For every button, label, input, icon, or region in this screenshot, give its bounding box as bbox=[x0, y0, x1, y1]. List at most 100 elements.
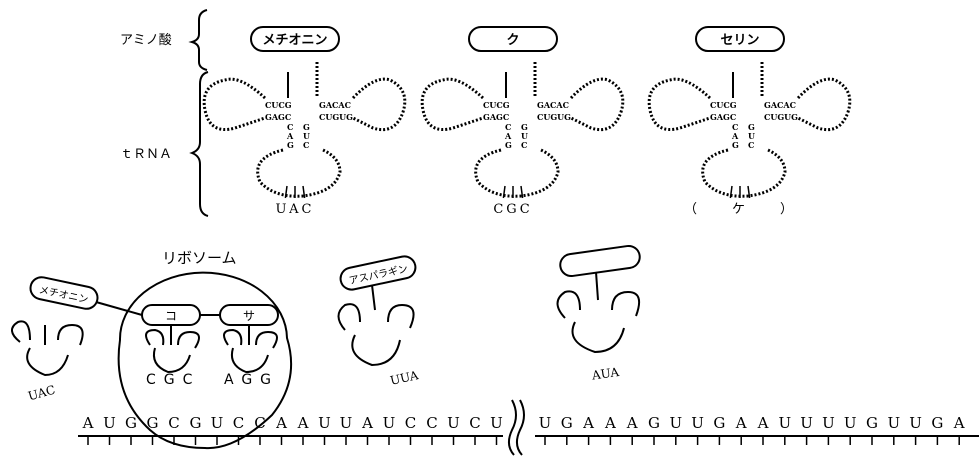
ribosome-anticodon-right: AGG bbox=[224, 372, 279, 388]
amino-acid-label: アミノ酸 bbox=[120, 33, 172, 48]
amino-acid-brace bbox=[192, 10, 207, 70]
top-trna-2-stem-rt: GACAC bbox=[764, 100, 796, 110]
met-tag-link bbox=[96, 302, 142, 315]
top-trna-0-anticodon-loop bbox=[258, 150, 340, 196]
top-trna-1-anticodon: CGC bbox=[493, 202, 532, 217]
mrna-base: A bbox=[757, 414, 769, 432]
mrna-base: C bbox=[405, 414, 416, 432]
top-trna-2-mid-r-2: C bbox=[748, 140, 754, 150]
free-trna-blank: AUA bbox=[558, 245, 642, 383]
trna-label: ｔＲＮＡ bbox=[120, 147, 172, 162]
top-trna-0-mid-l-2: G bbox=[287, 140, 294, 150]
mrna-base: U bbox=[318, 414, 331, 432]
met-tag-bottom-text: メチオニン bbox=[38, 284, 89, 306]
mrna-base: G bbox=[125, 414, 137, 432]
top-trna-1-stem-rt: GACAC bbox=[537, 100, 569, 110]
mrna-base: G bbox=[866, 414, 878, 432]
mrna-base: U bbox=[447, 414, 460, 432]
trna-brace bbox=[192, 72, 208, 216]
mrna-base: A bbox=[82, 414, 94, 432]
top-trna-1-mid-r-2: C bbox=[521, 140, 527, 150]
top-trna-1-t-loop bbox=[571, 79, 623, 130]
blank-anticodon: AUA bbox=[590, 365, 620, 383]
ribosome-slot-ko-text: コ bbox=[165, 309, 177, 323]
mrna-base: A bbox=[297, 414, 309, 432]
ribosome-slot-sa-text: サ bbox=[243, 309, 255, 323]
mrna-base: U bbox=[539, 414, 552, 432]
mrna-base: A bbox=[361, 414, 373, 432]
free-trna-left: UAC bbox=[12, 321, 83, 403]
ribosome-anticodons: CGC AGG bbox=[146, 372, 279, 388]
ribosome-trna-right bbox=[224, 325, 277, 372]
mrna-base: A bbox=[604, 414, 616, 432]
mrna-base: U bbox=[340, 414, 353, 432]
blank-tag bbox=[559, 245, 641, 278]
mrna-base: U bbox=[822, 414, 835, 432]
mrna-base: G bbox=[147, 414, 159, 432]
top-trna-0-d-loop bbox=[204, 79, 265, 129]
top-trna-2-mid-l-2: G bbox=[732, 140, 739, 150]
ribosome-trna-left bbox=[146, 325, 199, 372]
mrna-base: U bbox=[669, 414, 682, 432]
mrna-base: U bbox=[103, 414, 116, 432]
top-trna-0-anticodon: UAC bbox=[276, 202, 315, 217]
top-trna-0-stem-lb: GAGC bbox=[265, 112, 291, 122]
mrna-break bbox=[509, 400, 524, 455]
mrna-base: A bbox=[626, 414, 638, 432]
mrna-base: U bbox=[691, 414, 704, 432]
asn-anticodon: UUA bbox=[389, 368, 420, 388]
mrna-base: C bbox=[426, 414, 437, 432]
mrna-base: C bbox=[233, 414, 244, 432]
mrna-base: U bbox=[887, 414, 900, 432]
mrna-base: U bbox=[490, 414, 503, 432]
ribosome-label: リボソーム bbox=[162, 249, 237, 267]
mrna-base: A bbox=[582, 414, 594, 432]
top-trna-2-anticodon-loop bbox=[703, 150, 785, 196]
ribosome-anticodon-left: CGC bbox=[146, 372, 200, 388]
top-trna-2-anticodon: （ ケ ） bbox=[684, 202, 796, 217]
mrna-base: G bbox=[648, 414, 660, 432]
mrna-base: G bbox=[713, 414, 725, 432]
top-trna-2-stem-rb: CUGUG bbox=[764, 112, 798, 122]
top-trna-2-stem-lt: CUCG bbox=[710, 100, 737, 110]
mrna-base: A bbox=[275, 414, 287, 432]
top-trna-2-stem-lb: GAGC bbox=[710, 112, 736, 122]
mrna-base: C bbox=[469, 414, 480, 432]
top-trna-1-stem-rb: CUGUG bbox=[537, 112, 571, 122]
free-trna-left-anticodon: UAC bbox=[27, 383, 57, 404]
mrna-base: U bbox=[383, 414, 396, 432]
mrna-base: G bbox=[190, 414, 202, 432]
top-trna-2-d-loop bbox=[649, 79, 710, 129]
free-trna-asparagine: アスパラギン UUA bbox=[339, 254, 420, 387]
top-trna-0-stem-rb: CUGUG bbox=[319, 112, 353, 122]
top-trna-2-amino: セリン bbox=[720, 33, 759, 48]
top-trna-1-d-loop bbox=[422, 79, 483, 129]
top-trna-0-mid-r-2: C bbox=[303, 140, 309, 150]
top-trna-1-stem-lb: GAGC bbox=[483, 112, 509, 122]
top-trna-0-amino: メチオニン bbox=[262, 33, 327, 48]
mrna-base: C bbox=[254, 414, 265, 432]
mrna-base: C bbox=[168, 414, 179, 432]
mrna-base: A bbox=[953, 414, 965, 432]
top-trna-0-t-loop bbox=[353, 79, 405, 130]
mrna-base: G bbox=[931, 414, 943, 432]
top-trna-2-t-loop bbox=[798, 79, 850, 130]
top-trna-1-mid-l-2: G bbox=[505, 140, 512, 150]
top-trna-0-stem-lt: CUCG bbox=[265, 100, 292, 110]
mrna-base: G bbox=[561, 414, 573, 432]
mrna-base: U bbox=[778, 414, 791, 432]
top-trna-1-stem-lt: CUCG bbox=[483, 100, 510, 110]
mrna-base: U bbox=[211, 414, 224, 432]
mrna-base: U bbox=[844, 414, 857, 432]
mrna-base: U bbox=[800, 414, 813, 432]
top-trna-0-stem-rt: GACAC bbox=[319, 100, 351, 110]
mrna-base: U bbox=[909, 414, 922, 432]
top-trna-1-amino: ク bbox=[506, 33, 519, 48]
mrna-base: A bbox=[735, 414, 747, 432]
